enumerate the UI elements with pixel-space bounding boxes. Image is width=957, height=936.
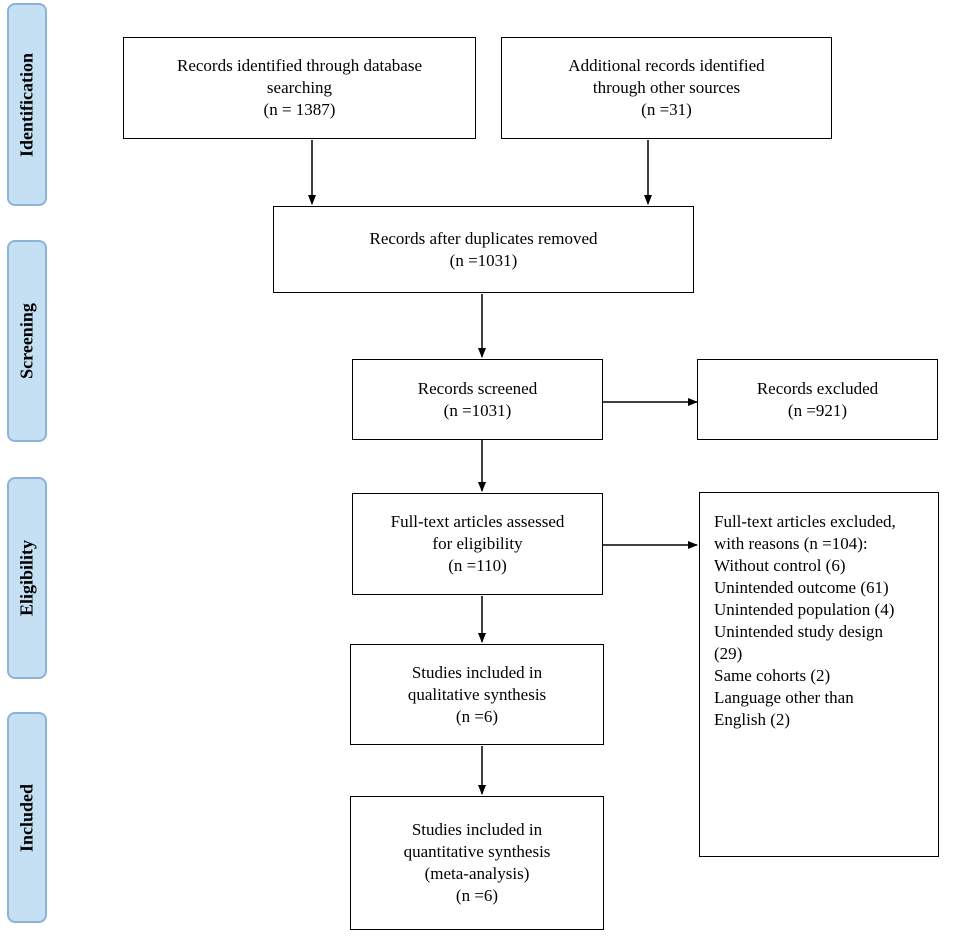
box-text-line: with reasons (n =104): — [714, 534, 868, 553]
box-text-line: (n = 1387) — [263, 100, 336, 119]
box-text-line: (n =6) — [455, 706, 499, 726]
box-quantitative-synthesis: Studies included in quantitative synthes… — [350, 796, 604, 930]
box-text-line: (29) — [714, 644, 743, 663]
phase-eligibility: Eligibility — [7, 477, 47, 679]
box-text-line: Language other than — [714, 688, 854, 707]
box-text-line: Full-text articles assessed — [390, 512, 565, 531]
box-text-line: (n =6) — [455, 886, 499, 905]
box-text-line: Studies included in — [411, 662, 543, 682]
box-text-line: Full-text articles excluded, — [714, 512, 896, 531]
box-text-line: for eligibility — [432, 534, 523, 553]
box-text-line: Additional records identified — [568, 56, 765, 75]
box-text-line: through other sources — [592, 78, 741, 97]
box-text-line: (n =31) — [641, 100, 692, 119]
box-text-line: (n =1031) — [449, 250, 518, 270]
box-text-line: Records identified through database — [176, 56, 422, 75]
phase-included: Included — [7, 712, 47, 923]
box-fulltext-assessed: Full-text articles assessed for eligibil… — [352, 493, 603, 595]
box-text-line: Studies included in — [411, 820, 543, 839]
box-text-line: Unintended outcome (61) — [714, 578, 889, 597]
box-text-line: (n =110) — [448, 556, 507, 575]
box-text-line: Same cohorts (2) — [714, 666, 831, 685]
box-text-line: searching — [266, 78, 333, 97]
box-text-line: (n =1031) — [443, 400, 512, 420]
box-fulltext-excluded: Full-text articles excluded, with reason… — [699, 492, 939, 857]
box-text-line: English (2) — [714, 710, 791, 729]
box-records-excluded: Records excluded (n =921) — [697, 359, 938, 440]
box-text-line: (n =921) — [787, 400, 848, 420]
box-text-line: Records excluded — [756, 378, 879, 398]
box-database-search: Records identified through database sear… — [123, 37, 476, 139]
box-records-screened: Records screened (n =1031) — [352, 359, 603, 440]
box-qualitative-synthesis: Studies included in qualitative synthesi… — [350, 644, 604, 745]
box-text-line: Records screened — [417, 378, 538, 398]
box-text-line: Unintended study design — [714, 622, 884, 641]
box-duplicates-removed: Records after duplicates removed (n =103… — [273, 206, 694, 293]
box-text-line: qualitative synthesis — [407, 684, 547, 704]
box-text-line: (meta-analysis) — [424, 864, 530, 883]
box-text-line: Records after duplicates removed — [369, 228, 598, 248]
box-text-line: quantitative synthesis — [403, 842, 551, 861]
box-text-line: Without control (6) — [714, 556, 846, 575]
box-other-sources: Additional records identified through ot… — [501, 37, 832, 139]
phase-screening: Screening — [7, 240, 47, 442]
phase-identification: Identification — [7, 3, 47, 206]
box-text-line: Unintended population (4) — [714, 600, 895, 619]
